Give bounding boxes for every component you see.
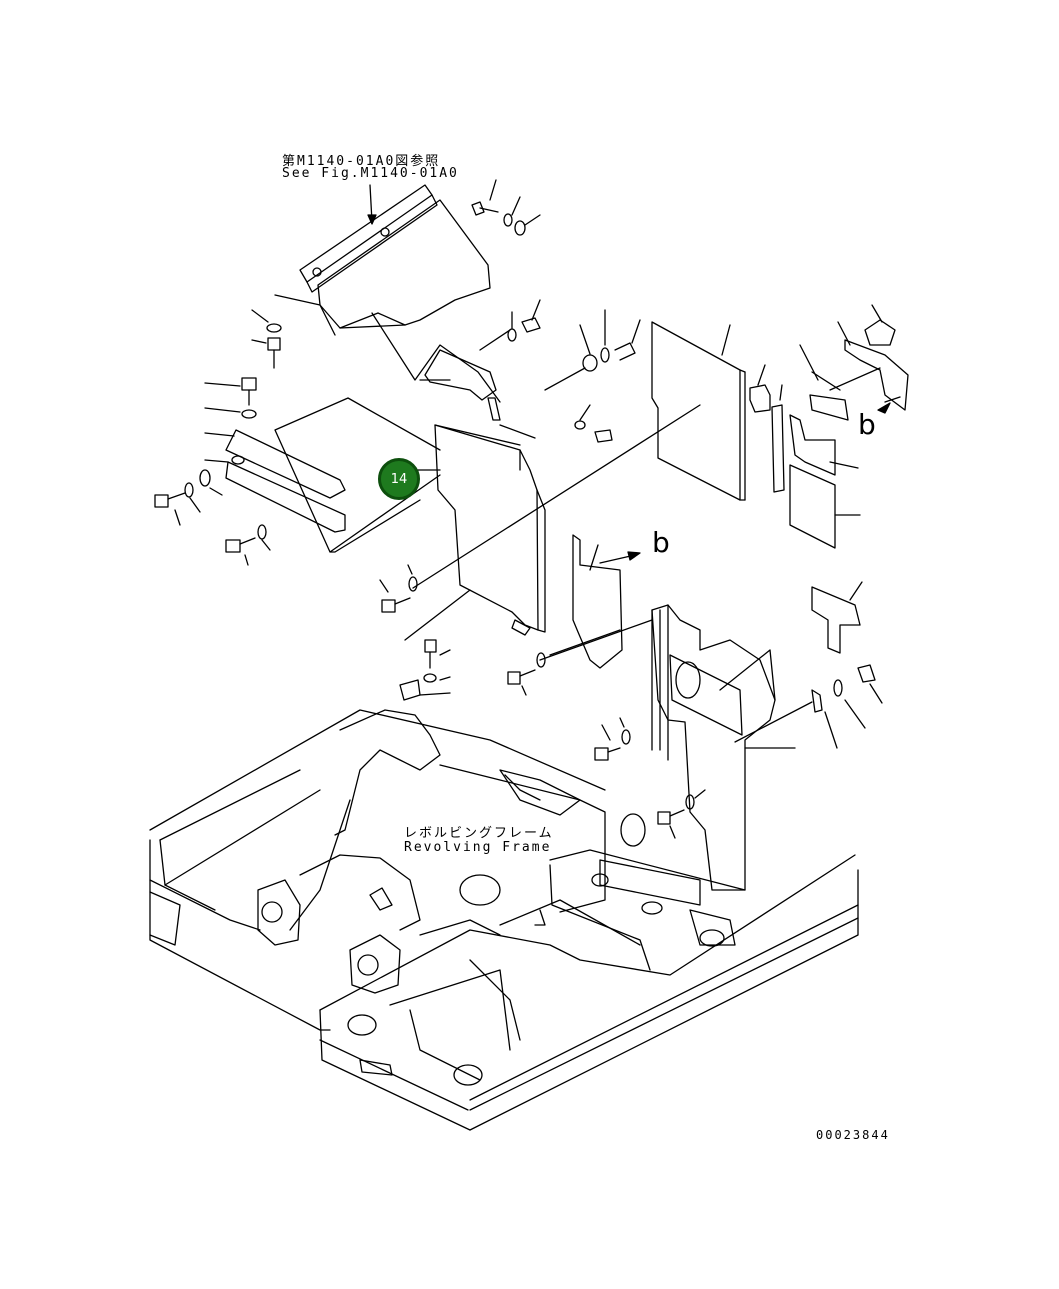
part-callout-14[interactable]: 14 [378,458,420,500]
bolt-washer-set-top [471,179,541,236]
right-hardware [734,664,883,749]
reference-note-en: See Fig.M1140-01A0 [282,166,459,181]
center-panel [549,534,641,669]
revolving-frame [149,709,859,1131]
view-mark-b-upper: b [858,408,876,441]
cover-plate-14 [404,424,546,636]
reference-note-jp: 第M1140-01A0図参照 [282,154,441,169]
lower-left-hardware [379,564,706,839]
insulation-pads [651,304,909,654]
left-hardware [154,309,346,566]
frame-label-en: Revolving Frame [404,840,552,855]
leader-14 [412,404,701,589]
leader-outline [274,294,511,553]
right-panel-frame [539,604,796,891]
frame-label-jp: レボルビングフレーム [404,826,554,841]
drawing-number: 00023844 [816,1128,890,1142]
mid-bracket [424,299,641,443]
upper-cover-bracket [299,184,491,336]
view-mark-b-center: b [652,526,670,559]
